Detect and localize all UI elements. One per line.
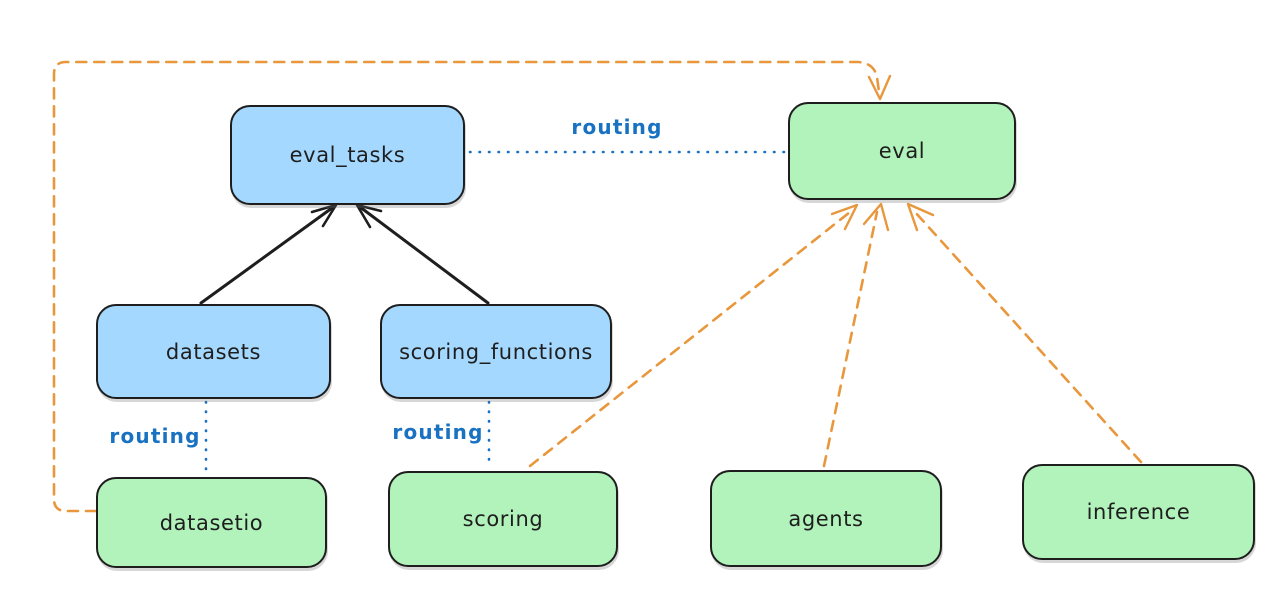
arrowhead-datasetio-to-eval xyxy=(867,74,892,101)
edge-label-routing-top: routing xyxy=(571,115,663,139)
node-scoring-label: scoring xyxy=(462,507,544,531)
node-agents[interactable]: agents xyxy=(710,470,942,567)
edge-agents-to-eval xyxy=(822,210,879,468)
arrowhead-scoring-functions-to-eval-tasks xyxy=(355,203,383,229)
node-datasets[interactable]: datasets xyxy=(96,304,331,399)
node-scoring[interactable]: scoring xyxy=(388,471,618,567)
arrowhead-inference-to-eval xyxy=(906,202,935,232)
node-inference-label: inference xyxy=(1086,500,1191,524)
edge-datasetio-to-eval-loop xyxy=(52,60,881,513)
arrowhead-scoring-to-eval xyxy=(830,203,859,231)
node-datasets-label: datasets xyxy=(165,339,262,364)
node-eval-label: eval xyxy=(878,139,926,163)
edge-label-routing-scoring: routing xyxy=(392,420,484,444)
node-eval-tasks[interactable]: eval_tasks xyxy=(230,105,465,205)
node-eval-tasks-label: eval_tasks xyxy=(289,143,406,167)
arrowhead-agents-to-eval xyxy=(862,202,890,232)
edge-datasets-to-eval-tasks xyxy=(199,206,334,305)
node-scoring-functions[interactable]: scoring_functions xyxy=(380,304,612,399)
edge-label-routing-datasets: routing xyxy=(109,424,201,448)
node-inference[interactable]: inference xyxy=(1022,464,1255,560)
edge-scoring-functions-to-eval-tasks xyxy=(358,205,490,305)
node-datasetio[interactable]: datasetio xyxy=(96,477,327,568)
edge-scoring-to-eval xyxy=(528,210,852,468)
node-eval[interactable]: eval xyxy=(788,102,1016,200)
node-scoring-functions-label: scoring_functions xyxy=(399,339,593,364)
edge-inference-to-eval xyxy=(913,210,1143,464)
node-datasetio-label: datasetio xyxy=(159,510,264,535)
node-agents-label: agents xyxy=(788,506,864,531)
arrowhead-datasets-to-eval-tasks xyxy=(310,203,338,228)
